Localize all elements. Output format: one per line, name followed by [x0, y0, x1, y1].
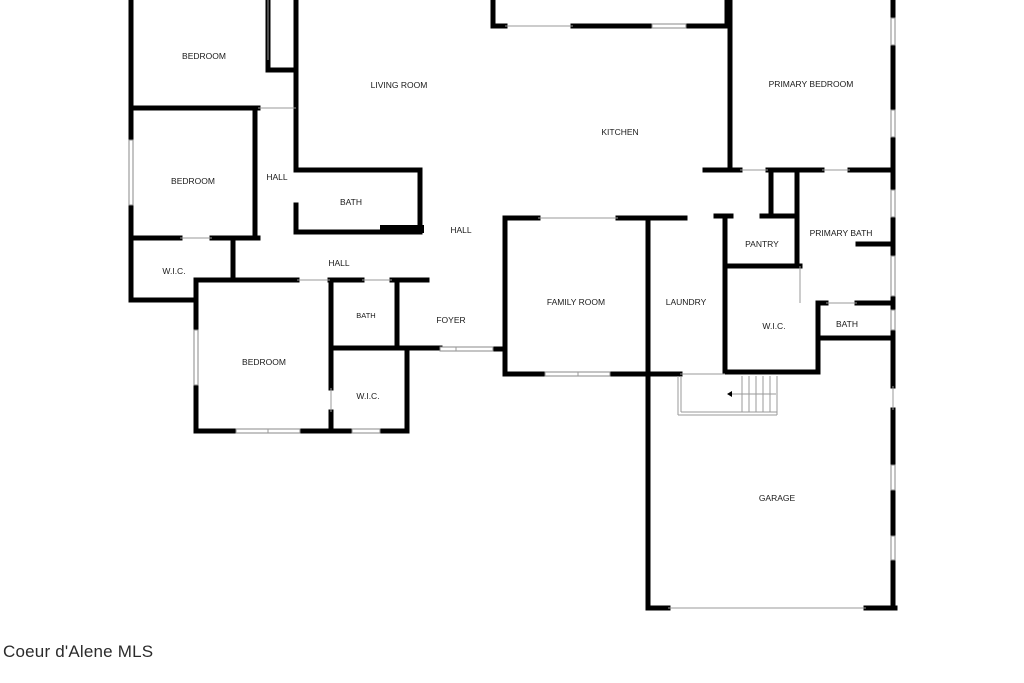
room-label-living-room: LIVING ROOM	[371, 80, 428, 90]
entry-door	[439, 346, 494, 352]
windows	[128, 0, 896, 609]
room-label-bath-2: BATH	[836, 319, 858, 329]
room-label-wic-1: W.I.C.	[162, 266, 185, 276]
room-label-hall-1: HALL	[266, 172, 288, 182]
room-label-bedroom-1: BEDROOM	[182, 51, 226, 61]
room-label-hall-3: HALL	[328, 258, 350, 268]
room-label-primary-bath: PRIMARY BATH	[810, 228, 873, 238]
room-label-laundry: LAUNDRY	[666, 297, 707, 307]
room-label-bath-3: BATH	[356, 311, 375, 320]
window	[193, 329, 199, 386]
room-label-bath-1: BATH	[340, 197, 362, 207]
room-labels: BEDROOM LIVING ROOM PRIMARY BEDROOM KITC…	[162, 51, 872, 503]
window	[128, 139, 134, 206]
window	[890, 255, 896, 297]
mls-watermark: Coeur d'Alene MLS	[3, 642, 154, 661]
window	[890, 189, 896, 218]
room-label-bedroom-2: BEDROOM	[171, 176, 215, 186]
window	[351, 428, 381, 434]
room-label-wic-3: W.I.C.	[356, 391, 379, 401]
room-label-wic-2: W.I.C.	[762, 321, 785, 331]
window	[651, 23, 687, 29]
room-label-hall-2: HALL	[450, 225, 472, 235]
window	[890, 309, 896, 331]
window	[890, 535, 896, 561]
room-label-primary-bedroom: PRIMARY BEDROOM	[769, 79, 854, 89]
room-label-bedroom-3: BEDROOM	[242, 357, 286, 367]
room-label-foyer: FOYER	[436, 315, 465, 325]
walls	[128, 0, 898, 611]
window	[890, 464, 896, 491]
room-label-garage: GARAGE	[759, 493, 796, 503]
room-label-family-room: FAMILY ROOM	[547, 297, 605, 307]
stairs	[677, 376, 778, 416]
room-label-pantry: PANTRY	[745, 239, 779, 249]
room-label-kitchen: KITCHEN	[601, 127, 638, 137]
window	[890, 17, 896, 46]
arrow-left-icon	[727, 391, 732, 397]
window	[890, 109, 896, 138]
